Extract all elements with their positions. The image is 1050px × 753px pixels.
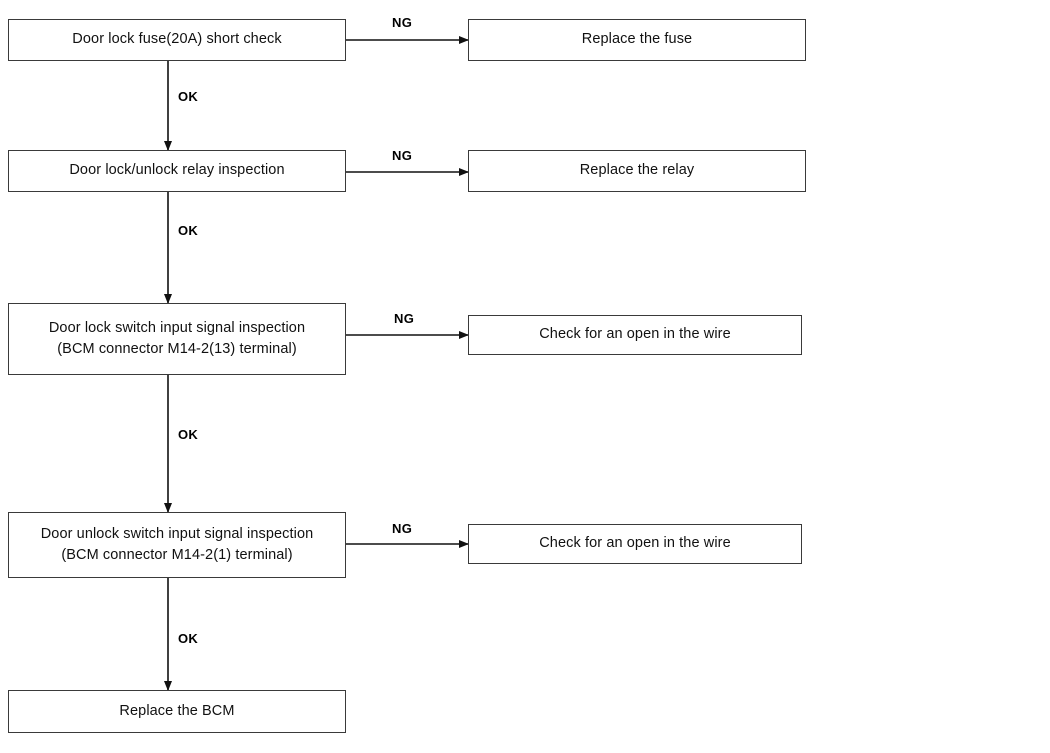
edge-label-ok-4: OK: [178, 631, 199, 646]
edge-label-ng-2: NG: [392, 148, 413, 163]
outcome-box-replace-relay[interactable]: Replace the relay: [468, 150, 806, 192]
edge-label-ng-4: NG: [392, 521, 413, 536]
outcome-label: Replace the fuse: [581, 31, 693, 48]
step-box-fuse-check[interactable]: Door lock fuse(20A) short check: [8, 19, 346, 61]
step-label-line1: Door lock fuse(20A) short check: [72, 31, 282, 48]
edge-label-ng-3: NG: [394, 311, 415, 326]
edge-label-ok-1: OK: [178, 89, 199, 104]
step-label-line1: Door lock switch input signal inspection: [48, 319, 306, 336]
outcome-box-check-open-wire-1[interactable]: Check for an open in the wire: [468, 315, 802, 355]
outcome-box-check-open-wire-2[interactable]: Check for an open in the wire: [468, 524, 802, 564]
step-box-lock-switch-signal[interactable]: Door lock switch input signal inspection…: [8, 303, 346, 375]
final-box-replace-bcm[interactable]: Replace the BCM: [8, 690, 346, 733]
edge-label-ok-3: OK: [178, 427, 199, 442]
outcome-box-replace-fuse[interactable]: Replace the fuse: [468, 19, 806, 61]
step-label-line1: Door unlock switch input signal inspecti…: [40, 525, 314, 542]
outcome-label: Check for an open in the wire: [539, 535, 731, 552]
step-label-line1: Door lock/unlock relay inspection: [69, 162, 285, 179]
final-label: Replace the BCM: [119, 702, 235, 719]
edge-label-ng-1: NG: [392, 15, 413, 30]
step-box-relay-inspection[interactable]: Door lock/unlock relay inspection: [8, 150, 346, 192]
step-label-line2: (BCM connector M14-2(13) terminal): [57, 341, 297, 357]
outcome-label: Check for an open in the wire: [539, 326, 731, 343]
edge-label-ok-2: OK: [178, 223, 199, 238]
step-label-line2: (BCM connector M14-2(1) terminal): [61, 547, 293, 563]
outcome-label: Replace the relay: [579, 162, 695, 179]
step-box-unlock-switch-signal[interactable]: Door unlock switch input signal inspecti…: [8, 512, 346, 578]
